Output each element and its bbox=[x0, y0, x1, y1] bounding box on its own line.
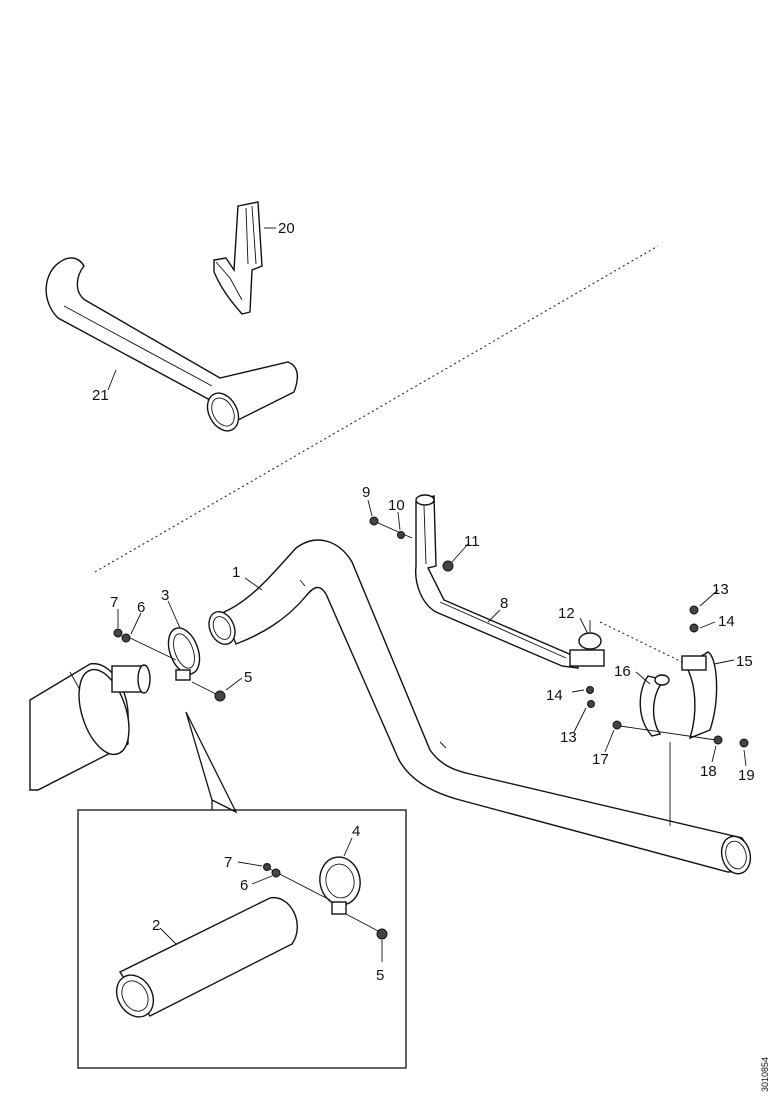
callout-14-lower: 14 bbox=[546, 687, 563, 704]
divider-line bbox=[94, 245, 659, 573]
callout-5-inset: 5 bbox=[376, 967, 384, 984]
leader-lines bbox=[107, 227, 747, 962]
callout-2: 2 bbox=[152, 917, 160, 934]
callout-10: 10 bbox=[388, 497, 405, 514]
part-9-bolt bbox=[369, 516, 379, 526]
part-14-washer-upper bbox=[689, 623, 699, 633]
callout-18: 18 bbox=[700, 763, 717, 780]
callout-19: 19 bbox=[738, 767, 755, 784]
part-10-washer bbox=[397, 531, 405, 539]
part-4-clamp bbox=[319, 856, 361, 915]
part-13-nut-lower bbox=[587, 700, 595, 708]
callout-14-upper: 14 bbox=[718, 613, 735, 630]
inset-part-6-nut bbox=[271, 868, 281, 878]
callout-3: 3 bbox=[161, 587, 169, 604]
callout-7-inset: 7 bbox=[224, 854, 232, 871]
part-14-washer-lower bbox=[586, 686, 594, 694]
part-7-washer bbox=[113, 628, 123, 638]
part-17-bolt bbox=[612, 720, 622, 730]
drawing-code: 3010854 bbox=[760, 1057, 770, 1092]
callout-5: 5 bbox=[244, 669, 252, 686]
callout-8: 8 bbox=[500, 595, 508, 612]
part-8-hanger bbox=[415, 494, 580, 669]
callout-15: 15 bbox=[736, 653, 753, 670]
callout-16: 16 bbox=[614, 663, 631, 680]
callout-6-inset: 6 bbox=[240, 877, 248, 894]
part-18-washer bbox=[713, 735, 723, 745]
part-12-rubber-mount bbox=[569, 620, 605, 667]
callout-9: 9 bbox=[362, 484, 370, 501]
detail-inset bbox=[77, 711, 407, 1069]
callout-4: 4 bbox=[352, 823, 360, 840]
part-15-clamp-half bbox=[681, 651, 718, 740]
part-13-bolt-upper bbox=[689, 605, 699, 615]
callout-13-upper: 13 bbox=[712, 581, 729, 598]
callout-7: 7 bbox=[110, 594, 118, 611]
part-20-bracket bbox=[213, 201, 263, 315]
callout-20: 20 bbox=[278, 220, 295, 237]
part-11-nut bbox=[442, 560, 454, 572]
part-5-bolt bbox=[214, 690, 226, 702]
part-2-pipe bbox=[115, 897, 298, 1018]
part-1-tail-pipe bbox=[208, 539, 752, 875]
inset-part-5-bolt bbox=[376, 928, 388, 940]
part-3-clamp bbox=[167, 627, 201, 681]
inset-part-7-washer bbox=[263, 863, 271, 871]
callout-6: 6 bbox=[137, 599, 145, 616]
callout-12: 12 bbox=[558, 605, 575, 622]
part-19-nut bbox=[739, 738, 749, 748]
callout-21: 21 bbox=[92, 387, 109, 404]
part-21-bent-pipe bbox=[45, 257, 299, 432]
callout-1: 1 bbox=[232, 564, 240, 581]
callout-13-lower: 13 bbox=[560, 729, 577, 746]
silencer bbox=[29, 663, 151, 791]
callout-11: 11 bbox=[464, 533, 480, 550]
part-16-clamp-half bbox=[639, 674, 670, 737]
part-6-nut bbox=[121, 633, 131, 643]
callout-17: 17 bbox=[592, 751, 609, 768]
